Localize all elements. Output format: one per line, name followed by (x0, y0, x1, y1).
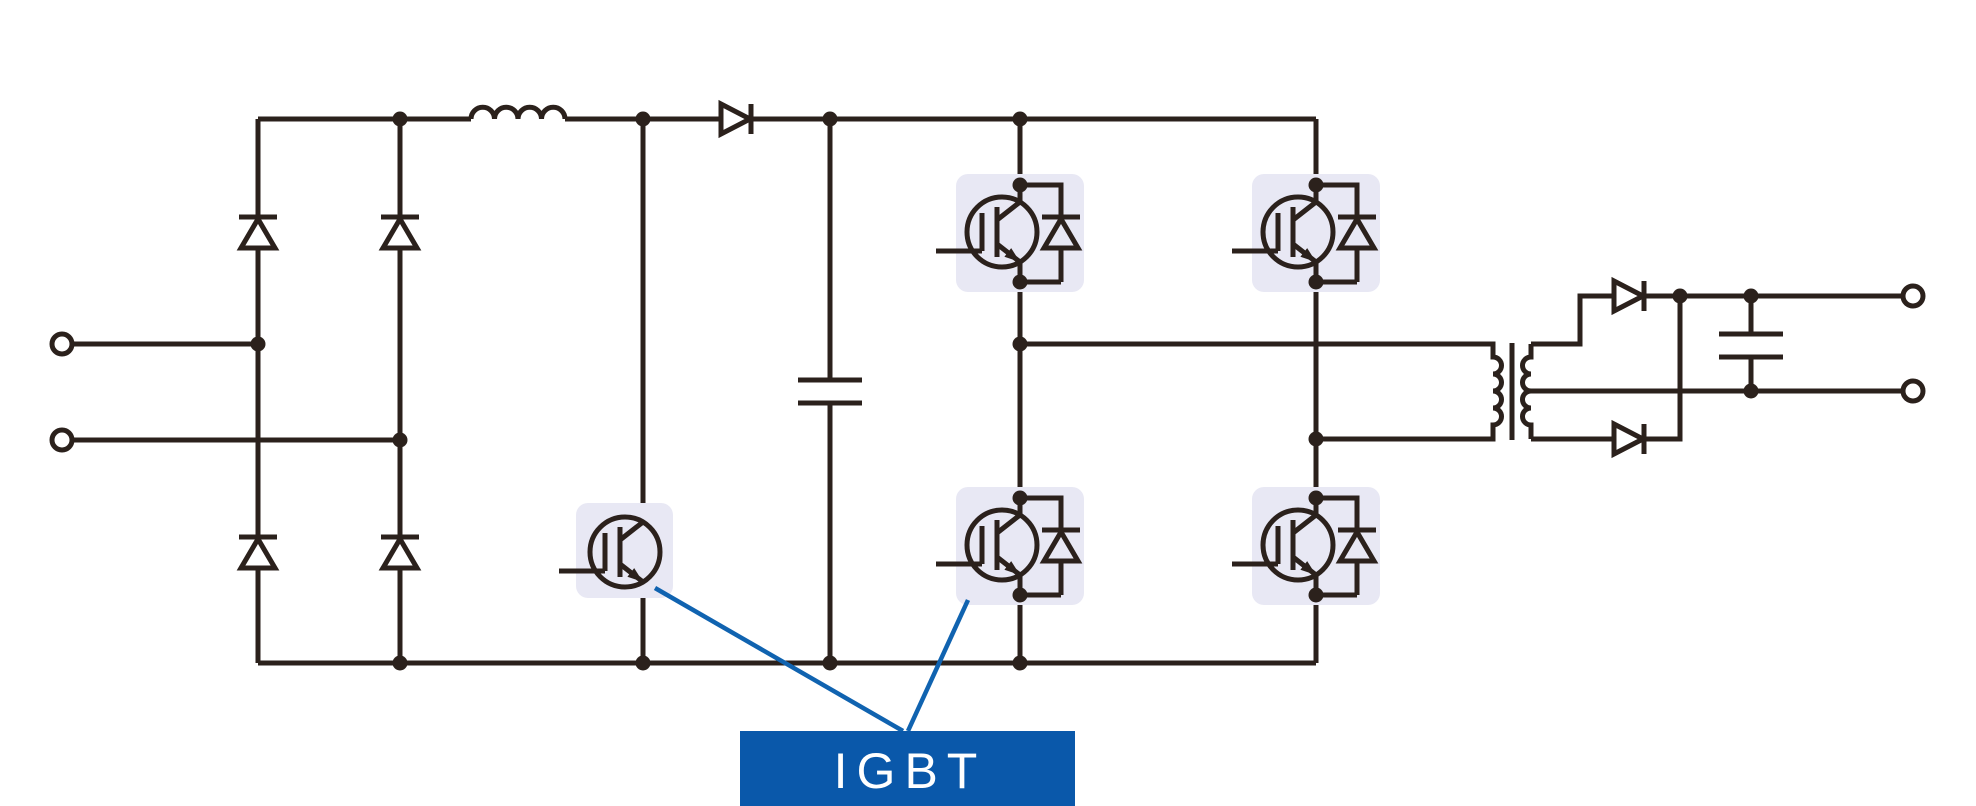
output-diode-join (1644, 296, 1683, 442)
callout-label: IGBT (834, 743, 987, 799)
boost-inductor (468, 104, 568, 120)
bridge-legs (1017, 119, 1319, 663)
secondary-top-lead (1531, 293, 1614, 347)
dc-output-terminal-top (1903, 286, 1923, 306)
transformer-secondary (1520, 344, 1534, 439)
ac-input-wires (72, 341, 400, 443)
transformer-primary-link (1020, 341, 1504, 442)
output-capacitor (1719, 296, 1783, 391)
bridge-igbt-bottom-left (936, 487, 1084, 605)
boost-igbt (559, 503, 673, 598)
bridge-igbt-bottom-right (1232, 487, 1380, 605)
callout-box (740, 731, 1075, 806)
boost-diode (721, 104, 751, 134)
ac-input-terminal-bottom (52, 430, 72, 450)
output-diode-top (1614, 281, 1644, 311)
igbt-callout: IGBT (653, 586, 1075, 806)
dc-output-terminal-bottom (1903, 381, 1923, 401)
callout-pointer-line-left (653, 586, 905, 733)
ac-input-terminal-top (52, 334, 72, 354)
callout-pointer-line-right (905, 599, 971, 732)
bridge-igbt-top-left (936, 174, 1084, 292)
bulk-capacitor (798, 119, 862, 663)
rectifier-diode-bottom-right (381, 537, 419, 568)
output-diode-bottom (1614, 424, 1644, 454)
rectifier-diode-bottom-left (239, 537, 277, 568)
rectifier-diode-top-right (381, 217, 419, 248)
rectifier-diode-top-left (239, 217, 277, 248)
bridge-igbt-top-right (1232, 174, 1380, 292)
